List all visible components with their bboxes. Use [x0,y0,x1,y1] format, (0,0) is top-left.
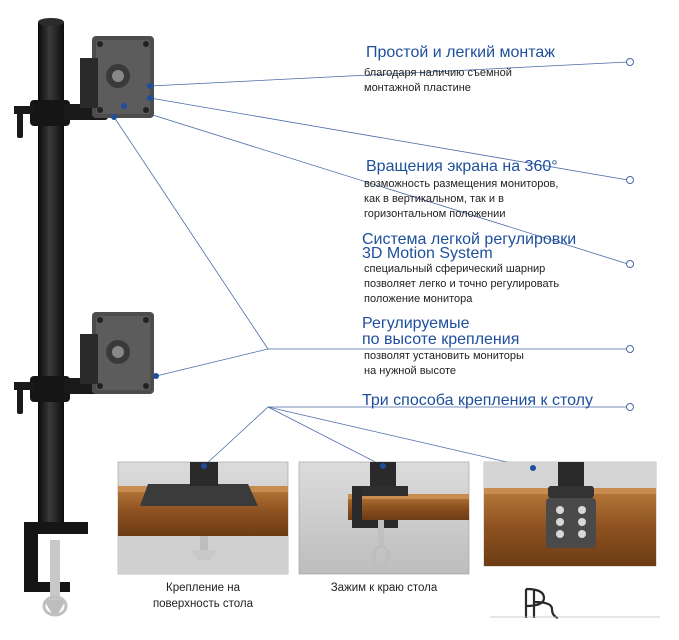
callout-lines [113,61,629,469]
feature-desc-rotation: возможность размещения мониторов, как в … [364,178,559,220]
feature-title-rotation: Вращения экрана на 360° [366,158,558,175]
clamp-mount-illustration [298,461,470,575]
surface-mount-illustration [117,461,289,575]
feature-desc-easy-mount: благодаря наличию съемной монтажной плас… [364,67,512,94]
upper-vesa-plate [80,36,154,120]
brand-logo [490,587,660,620]
feature-title-three-methods: Три способа крепления к столу [362,392,593,409]
caption-surface-mount: Крепление на поверхность стола [152,582,254,610]
feature-desc-3d-motion: специальный сферический шарнир позволяет… [364,263,560,305]
callout-endpoints [626,58,634,411]
caption-clamp-mount: Зажим к краю стола [330,582,438,594]
grommet-mount-illustration [483,461,657,567]
feature-title-3d-motion: Система легкой регулировки 3D Motion Sys… [362,231,577,262]
feature-desc-height-adjust: позволят установить мониторы на нужной в… [364,350,524,377]
lower-vesa-plate [80,312,159,394]
feature-title-height-adjust: Регулируемые по высоте крепления [362,315,520,348]
feature-title-easy-mount: Простой и легкий монтаж [366,44,555,61]
